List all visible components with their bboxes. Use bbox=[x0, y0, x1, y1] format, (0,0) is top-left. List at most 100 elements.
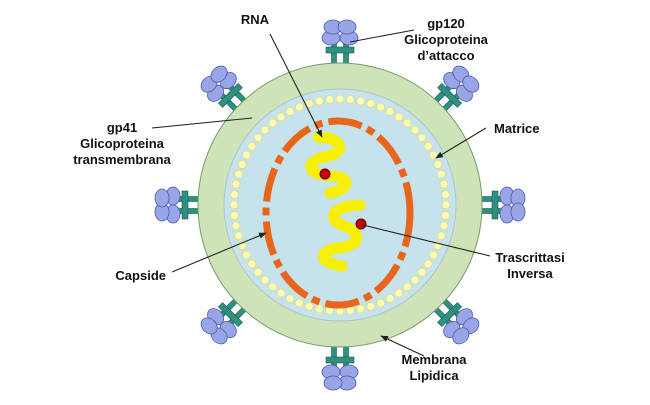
membrana-label-line1: Membrana bbox=[401, 352, 467, 367]
gp41-crossbar bbox=[437, 302, 463, 328]
capsid-dot bbox=[441, 190, 450, 199]
capsid-dot bbox=[285, 107, 295, 116]
gp120-label-line1: gp120 bbox=[427, 16, 465, 31]
capsid-dot bbox=[366, 99, 376, 108]
gp120-knob bbox=[154, 188, 170, 208]
membrana-leader bbox=[380, 335, 425, 357]
gp41-leader bbox=[151, 117, 253, 129]
capsid-dot bbox=[231, 221, 241, 230]
capsid-dot bbox=[433, 160, 443, 169]
trascrittasi-label-line1: Trascrittasi bbox=[495, 250, 565, 265]
gp120-knob bbox=[452, 327, 470, 345]
capsid-dot bbox=[410, 125, 420, 135]
capsid-dot bbox=[402, 282, 412, 292]
capsid-dot bbox=[437, 169, 446, 179]
rna-strand-lower bbox=[318, 199, 366, 272]
gp120-label: gp120 Glicoproteina d’attacco bbox=[386, 16, 506, 64]
gp41-label: gp41 Glicoproteina transmembrana bbox=[52, 120, 192, 168]
matrice-label-text: Matrice bbox=[494, 121, 540, 136]
gp120-label-line3: d’attacco bbox=[417, 48, 475, 63]
capsid-dot bbox=[439, 221, 449, 230]
capsid-dot bbox=[394, 112, 404, 122]
capsid-dot bbox=[247, 141, 257, 151]
capsid-dot bbox=[229, 200, 239, 210]
capsid-dot bbox=[304, 302, 314, 311]
capsid-dot bbox=[242, 250, 251, 260]
capside-leader bbox=[171, 232, 267, 273]
capsid-dot bbox=[423, 141, 433, 151]
rna-label: RNA bbox=[230, 12, 280, 28]
membrana-label-line2: Lipidica bbox=[409, 368, 459, 383]
capsid-dot bbox=[242, 150, 251, 160]
capsid-dot bbox=[385, 107, 395, 116]
capsid-dot bbox=[285, 294, 295, 303]
capsid-dot bbox=[356, 96, 366, 106]
capsid-dot bbox=[295, 102, 304, 112]
capsid-dot bbox=[230, 211, 239, 220]
matrice-label: Matrice bbox=[494, 121, 574, 137]
gp41-label-line3: transmembrana bbox=[73, 152, 171, 167]
gp41-crossbar bbox=[217, 302, 243, 328]
capsid-dot bbox=[376, 298, 385, 308]
capsid-dot bbox=[314, 304, 324, 314]
capsid-dot bbox=[335, 94, 345, 104]
gp41-label-line1: gp41 bbox=[106, 120, 138, 135]
capsid-dot bbox=[276, 112, 286, 122]
gp41-crossbar bbox=[217, 82, 243, 108]
reverse-transcriptase-dot bbox=[319, 168, 331, 180]
reverse-transcriptase-dot bbox=[355, 218, 367, 230]
gp120-knob bbox=[510, 202, 526, 222]
capsid-dot bbox=[417, 133, 427, 143]
capsid-core bbox=[262, 117, 414, 309]
trascrittasi-label: Trascrittasi Inversa bbox=[480, 250, 580, 282]
capsid-dot bbox=[417, 267, 427, 277]
capside-label-text: Capside bbox=[115, 268, 166, 283]
capsid-dot bbox=[394, 288, 404, 298]
capsid-dot bbox=[423, 259, 433, 269]
capsid-dot bbox=[237, 160, 247, 169]
capsid-dot bbox=[314, 96, 324, 106]
capsid-dotted-ring bbox=[229, 94, 451, 316]
gp120-knob bbox=[200, 317, 218, 335]
capsid-dot bbox=[260, 125, 270, 135]
capsid-dot bbox=[439, 180, 449, 189]
capsid-dot bbox=[231, 180, 241, 189]
capsid-dot bbox=[230, 190, 239, 199]
rna-strand-upper bbox=[305, 131, 352, 199]
gp120-knob bbox=[462, 75, 480, 93]
capsid-dot bbox=[325, 95, 334, 104]
capsid-dot bbox=[234, 169, 243, 179]
capsid-dot bbox=[253, 133, 263, 143]
capsid-dot bbox=[429, 250, 438, 260]
capsid-dot bbox=[402, 118, 412, 128]
capsid-dot bbox=[366, 302, 376, 311]
matrice-leader bbox=[435, 127, 487, 159]
rna-leader bbox=[269, 33, 323, 138]
gp41-crossbar bbox=[437, 82, 463, 108]
capside-label: Capside bbox=[80, 268, 166, 284]
capsid-dot bbox=[260, 275, 270, 285]
capsid-dot bbox=[356, 304, 366, 314]
capsid-dot bbox=[268, 282, 278, 292]
membrana-label: Membrana Lipidica bbox=[384, 352, 484, 384]
capsid-dot bbox=[234, 231, 243, 241]
gp41-crossbar bbox=[325, 356, 355, 364]
capsid-dot bbox=[268, 118, 278, 128]
rna-label-text: RNA bbox=[240, 12, 270, 27]
gp120-label-line2: Glicoproteina bbox=[404, 32, 488, 47]
gp41-label-line2: Glicoproteina bbox=[80, 136, 164, 151]
gp41-crossbar bbox=[325, 46, 355, 54]
capsid-dot bbox=[441, 211, 450, 220]
gp120-leader bbox=[349, 29, 415, 43]
capsid-dot bbox=[376, 102, 385, 112]
capsid-dot bbox=[346, 95, 355, 104]
capsid-dot bbox=[441, 200, 451, 210]
capsid-dot bbox=[253, 267, 263, 277]
gp120-knob bbox=[337, 19, 357, 35]
trascrittasi-leader bbox=[362, 224, 491, 257]
capsid-dot bbox=[276, 288, 286, 298]
gp120-knob bbox=[323, 375, 343, 391]
capsid-dot bbox=[410, 275, 420, 285]
